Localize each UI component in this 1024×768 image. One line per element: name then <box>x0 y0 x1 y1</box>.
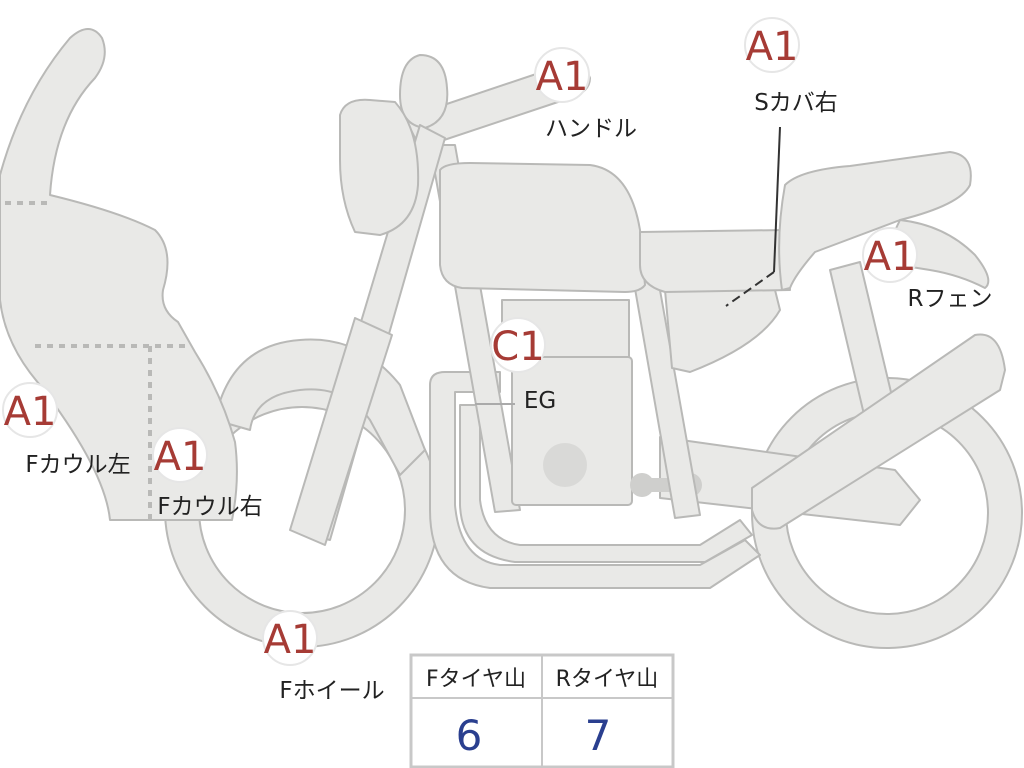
marker-handle: A1 ハンドル <box>534 47 637 142</box>
front-tire-value: 6 <box>456 711 483 760</box>
grade-circle <box>490 317 546 373</box>
grade-text: A1 <box>264 617 317 663</box>
mirror-shape <box>399 54 449 129</box>
grade-text: A1 <box>536 54 589 100</box>
front-tire-header: Fタイヤ山 <box>426 667 526 692</box>
grade-text: A1 <box>864 234 917 280</box>
grade-circle <box>534 47 590 103</box>
marker-front-cowl-left: A1 Fカウル左 <box>2 382 131 478</box>
grade-circle <box>152 427 208 483</box>
grade-circle <box>744 17 800 73</box>
marker-front-cowl-right: A1 Fカウル右 <box>152 427 263 520</box>
marker-s-cover-right: A1 Sカバ右 <box>744 17 838 116</box>
part-label: EG <box>524 388 556 414</box>
marker-rear-fender: A1 Rフェン <box>862 227 993 312</box>
headlight-shape <box>339 98 420 236</box>
part-label: Fカウル左 <box>25 452 130 478</box>
tire-tread-table: Fタイヤ山 Rタイヤ山 6 7 <box>409 653 675 768</box>
grade-text: A1 <box>746 24 799 70</box>
grade-circle <box>862 227 918 283</box>
part-label: Sカバ右 <box>754 90 838 116</box>
part-label: ハンドル <box>545 116 637 142</box>
exhaust-pipe-shape <box>429 371 761 589</box>
marker-front-wheel: A1 Fホイール <box>262 610 385 704</box>
muffler-shape <box>751 333 1006 530</box>
front-cowl-shape <box>0 28 238 521</box>
grade-text: A1 <box>154 434 207 480</box>
lower-frame-shape <box>459 404 753 563</box>
grade-circle <box>262 610 318 666</box>
fork-lower-shape <box>289 317 393 546</box>
seat-shape <box>639 229 791 293</box>
rear-tire-value: 7 <box>585 711 612 760</box>
marker-engine: C1 EG <box>490 317 556 414</box>
part-label: Fホイール <box>279 678 384 704</box>
fuel-tank-shape <box>439 162 646 293</box>
grade-circle <box>2 382 58 438</box>
part-label: Rフェン <box>908 286 993 312</box>
side-cover-shape <box>664 289 781 373</box>
grade-text: A1 <box>4 389 57 435</box>
rear-tire-header: Rタイヤ山 <box>556 667 659 692</box>
part-label: Fカウル右 <box>157 494 262 520</box>
tail-cowl-shape <box>778 151 972 291</box>
grade-text: C1 <box>491 324 544 370</box>
